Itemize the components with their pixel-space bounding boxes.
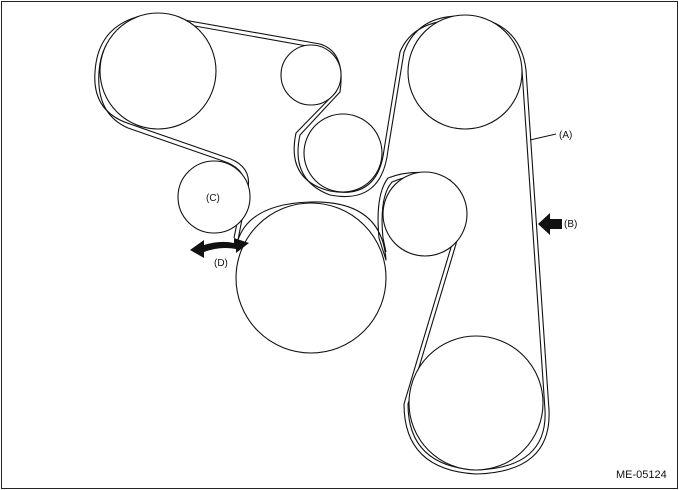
pulley-top-left [99,12,217,130]
pulley-small-top [280,44,342,106]
pulleys [99,12,544,471]
direction-label: (D) [214,258,228,269]
pulley-bottom-right [408,335,544,471]
pulley-top-right [407,14,523,130]
pulley-crank [235,202,387,354]
pulley-idler-right [382,171,468,257]
belt-label: (A) [559,130,572,141]
belt-leader-line [529,133,557,141]
pulley-mid [303,113,383,193]
figure-code: ME-05124 [616,469,667,481]
pressing-point-label: (B) [564,219,577,230]
left-pointing-arrow-icon [538,213,562,235]
pulley-c-label: (C) [206,193,220,204]
double-headed-curved-arrow-icon [190,238,249,258]
pulley-c [177,160,251,234]
